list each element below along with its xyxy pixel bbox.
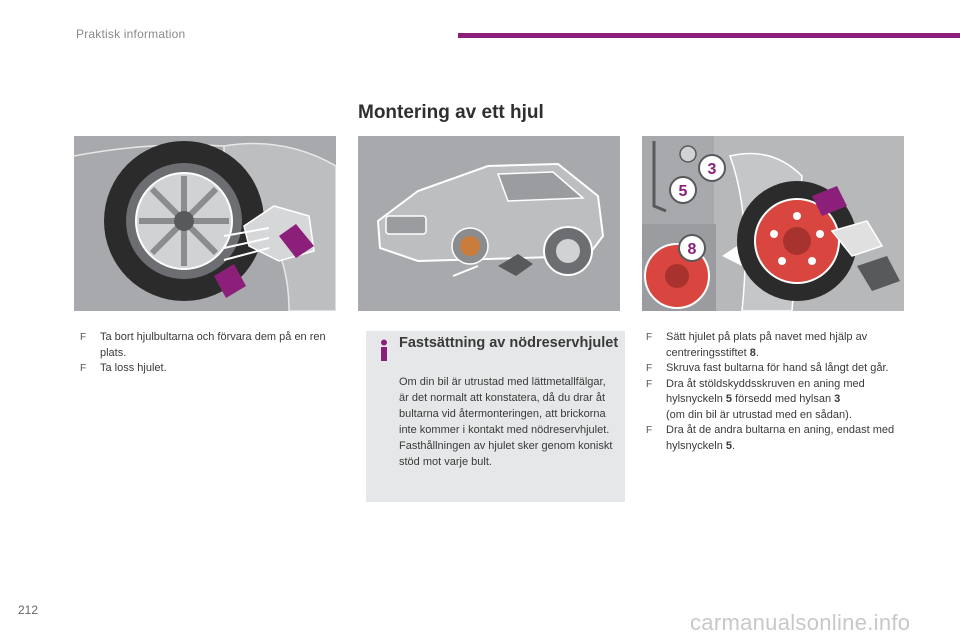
callout-8-circle xyxy=(678,234,706,262)
bullet-mark: F xyxy=(80,332,87,343)
part-ref: 3 xyxy=(834,393,841,405)
part-ref: 5 xyxy=(725,393,733,405)
arrow-icon xyxy=(214,264,246,298)
arrow-icon xyxy=(279,224,314,258)
part-ref: 5 xyxy=(725,439,733,452)
illustration-car-jack xyxy=(358,136,620,311)
left-step-list: F Ta bort hjulbultarna och förvara dem p… xyxy=(76,330,338,377)
remove-wheel-drawing xyxy=(74,136,336,311)
callout-3: 3 xyxy=(708,161,717,178)
callout-5: 5 xyxy=(679,183,688,200)
bullet-mark: F xyxy=(80,363,87,374)
step-text: Dra åt de andra bultarna en aning, endas… xyxy=(666,424,895,452)
spare-wheel-drawing: 3 5 8 xyxy=(642,136,904,311)
list-item: F Ta bort hjulbultarna och förvara dem p… xyxy=(76,330,338,361)
page-number: 212 xyxy=(18,603,39,617)
part-ref: 8 xyxy=(749,346,756,359)
list-item: F Skruva fast bultarna för hand så långt… xyxy=(642,361,904,377)
info-title: Fastsättning av nödreservhjulet xyxy=(399,335,619,351)
step-end: (om din bil är utrustad med en sådan). xyxy=(666,408,852,421)
bullet-mark: F xyxy=(646,378,653,390)
info-icon xyxy=(381,339,387,361)
section-label: Praktisk information xyxy=(76,27,186,41)
step-text: Dra åt stöldskyddsskruven en aning med h… xyxy=(666,377,865,406)
car-jack-drawing xyxy=(358,136,620,311)
illustration-remove-wheel xyxy=(74,136,336,311)
info-body: Om din bil är utrustad med lättmetallfäl… xyxy=(399,376,613,468)
bullet-mark: F xyxy=(646,363,653,374)
list-item: F Sätt hjulet på plats på navet med hjäl… xyxy=(642,330,904,361)
callout-8: 8 xyxy=(688,241,697,258)
step-end: . xyxy=(732,439,736,452)
bullet-mark: F xyxy=(646,425,653,436)
callout-3-circle xyxy=(698,154,726,182)
arrow-icon xyxy=(722,246,742,266)
info-box: Fastsättning av nödreservhjulet Om din b… xyxy=(366,331,625,502)
illustration-fit-spare-wheel: 3 5 8 xyxy=(642,136,904,311)
watermark: carmanualsonline.info xyxy=(690,610,911,635)
step-text: Ta bort hjulbultarna och förvara dem på … xyxy=(100,331,326,359)
right-step-list: F Sätt hjulet på plats på navet med hjäl… xyxy=(642,330,904,454)
header-accent-bar xyxy=(458,33,960,38)
bullet-mark: F xyxy=(646,332,653,343)
step-mid: försedd med hylsan xyxy=(732,393,835,405)
step-text: Skruva fast bultarna för hand så långt d… xyxy=(666,362,889,374)
step-text: Sätt hjulet på plats på navet med hjälp … xyxy=(666,331,868,359)
list-item: F Dra åt stöldskyddsskruven en aning med… xyxy=(642,377,904,424)
list-item: F Dra åt de andra bultarna en aning, end… xyxy=(642,423,904,454)
step-text: Ta loss hjulet. xyxy=(100,362,167,374)
step-end: . xyxy=(755,346,759,359)
page-title: Montering av ett hjul xyxy=(358,102,544,123)
arrow-icon xyxy=(812,186,847,216)
list-item: F Ta loss hjulet. xyxy=(76,361,338,377)
callout-5-circle xyxy=(669,176,697,204)
